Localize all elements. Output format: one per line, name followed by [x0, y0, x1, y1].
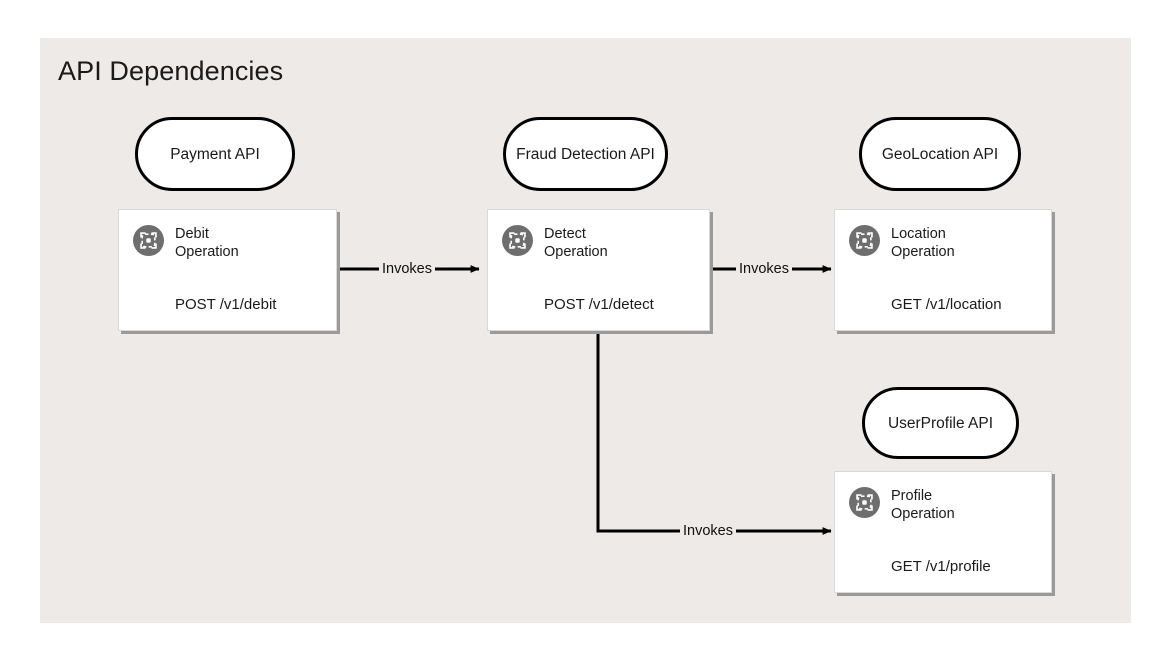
- operation-detect-header: Detect Operation: [502, 224, 608, 261]
- api-node-payment-label: Payment API: [170, 145, 260, 163]
- edge-label-debit-to-detect: Invokes: [379, 261, 435, 277]
- operation-profile-path: GET /v1/profile: [891, 558, 991, 575]
- operation-debit-path: POST /v1/debit: [175, 296, 277, 313]
- operation-card-location[interactable]: Location Operation GET /v1/location: [834, 209, 1052, 331]
- operation-location-header: Location Operation: [849, 224, 955, 261]
- operation-debit-title: Debit Operation: [175, 226, 239, 260]
- edge-label-detect-to-profile: Invokes: [680, 523, 736, 539]
- operation-scan-icon: [133, 225, 164, 256]
- api-node-userprofile-label: UserProfile API: [887, 414, 994, 432]
- page-title: API Dependencies: [58, 56, 284, 86]
- api-node-fraud[interactable]: Fraud Detection API: [503, 117, 668, 191]
- api-node-userprofile[interactable]: UserProfile API: [862, 387, 1019, 459]
- operation-profile-title: Profile Operation: [891, 488, 955, 522]
- operation-card-debit[interactable]: Debit Operation POST /v1/debit: [118, 209, 337, 331]
- operation-location-path: GET /v1/location: [891, 296, 1002, 313]
- operation-debit-header: Debit Operation: [133, 224, 239, 261]
- operation-profile-header: Profile Operation: [849, 486, 955, 523]
- operation-scan-icon: [849, 487, 880, 518]
- operation-location-title: Location Operation: [891, 226, 955, 260]
- operation-card-profile[interactable]: Profile Operation GET /v1/profile: [834, 471, 1052, 593]
- api-node-geolocation-label: GeoLocation API: [881, 145, 999, 163]
- operation-scan-icon: [849, 225, 880, 256]
- operation-detect-path: POST /v1/detect: [544, 296, 654, 313]
- api-node-fraud-label: Fraud Detection API: [516, 145, 655, 163]
- api-node-payment[interactable]: Payment API: [135, 117, 295, 191]
- operation-card-detect[interactable]: Detect Operation POST /v1/detect: [487, 209, 710, 331]
- operation-detect-title: Detect Operation: [544, 226, 608, 260]
- operation-scan-icon: [502, 225, 533, 256]
- api-node-geolocation[interactable]: GeoLocation API: [859, 117, 1021, 191]
- edge-label-detect-to-location: Invokes: [736, 261, 792, 277]
